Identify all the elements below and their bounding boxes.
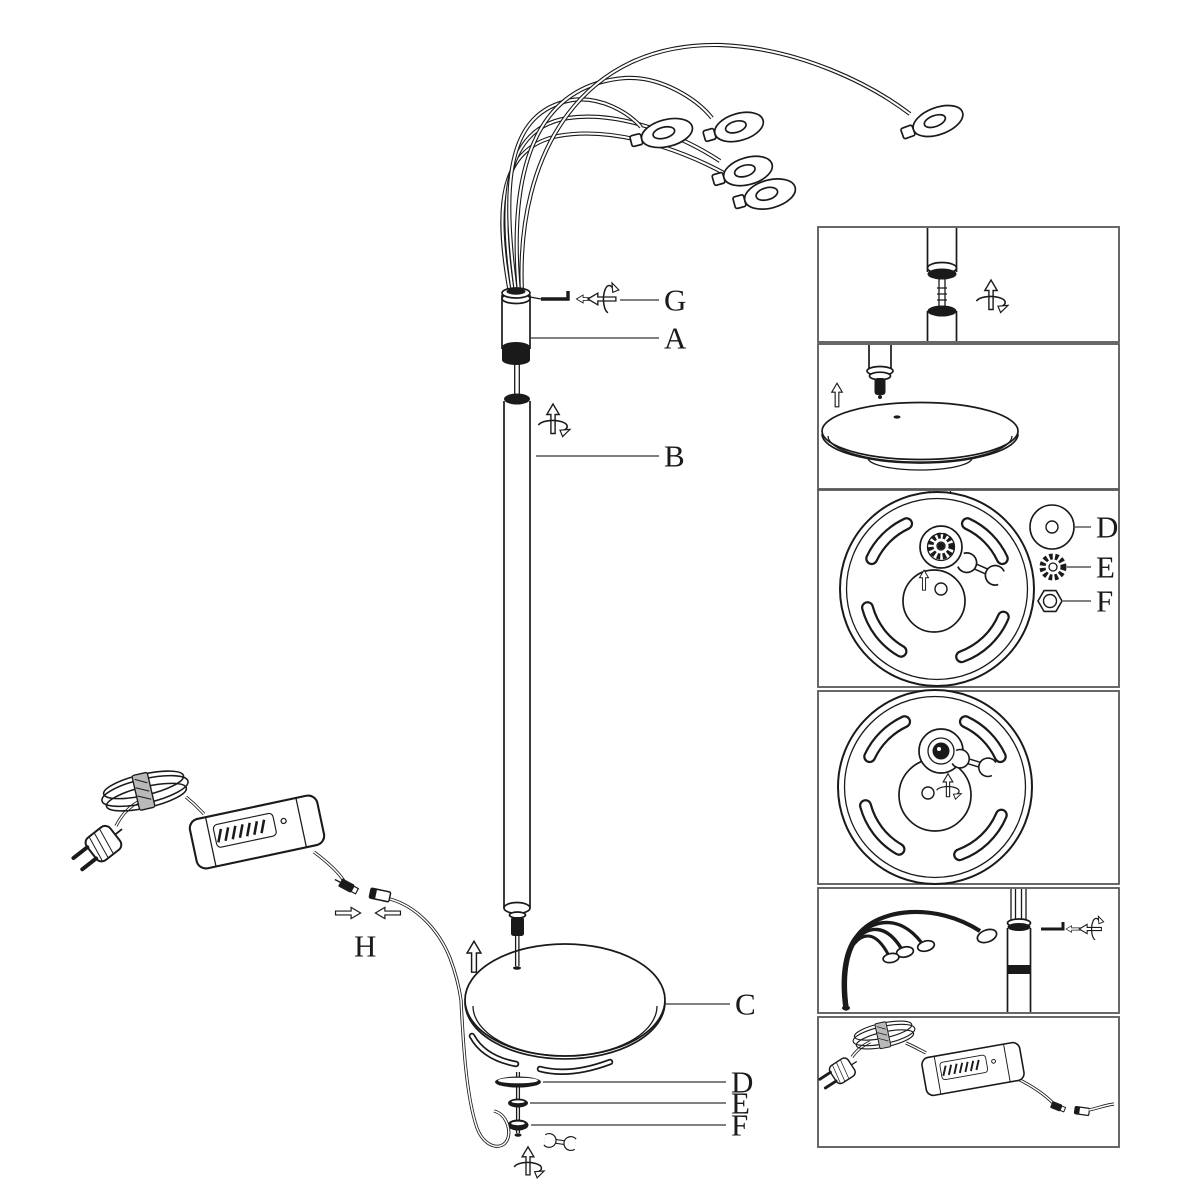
panel-2-content	[821, 345, 1019, 471]
panel-1-content	[926, 228, 1009, 341]
hex-nut-icon	[1037, 589, 1063, 613]
connector-female	[1073, 1105, 1091, 1117]
push-arrow-right-icon	[334, 906, 362, 920]
connector-male	[334, 878, 360, 895]
lower-pole-b	[503, 393, 531, 936]
lamp-arms	[500, 42, 912, 294]
star-washer-e	[508, 1098, 528, 1108]
panel-6-content	[815, 1015, 1115, 1117]
panel-3-content: D E F	[839, 491, 1118, 687]
connector-rod	[514, 362, 520, 397]
lamp-heads	[629, 104, 964, 210]
washer-d	[495, 1076, 541, 1088]
callout-e: E	[731, 1086, 750, 1121]
panel-callout-e: E	[1096, 550, 1115, 585]
callout-leaders	[530, 299, 730, 1126]
callout-f: F	[731, 1108, 748, 1143]
wrench-icon	[544, 1133, 577, 1151]
callout-g: G	[664, 283, 686, 318]
step-panels: D E F	[815, 226, 1120, 1148]
panel-4-content	[837, 689, 1033, 885]
connector-female	[368, 887, 392, 903]
cord-coil	[97, 762, 193, 820]
panel-5-content	[841, 889, 1105, 1012]
push-arrow-left-icon	[374, 906, 402, 920]
lamp-head	[629, 117, 694, 149]
upper-pole-a	[501, 287, 531, 365]
washer-d-icon	[1029, 504, 1075, 550]
callout-c: C	[735, 987, 756, 1022]
panel-callout-d: D	[1096, 510, 1118, 545]
mini-arm-bundle	[841, 909, 998, 1011]
rotate-icon	[537, 403, 571, 438]
hex-key-icon	[541, 291, 570, 301]
rotate-icon	[587, 282, 620, 314]
lamp-head	[732, 178, 797, 210]
lamp-head	[702, 111, 765, 143]
panel-callout-f: F	[1096, 584, 1113, 619]
hex-nut-f	[507, 1119, 529, 1131]
lamp-head	[711, 155, 774, 187]
connector-male	[1050, 1101, 1067, 1113]
under-base-hardware	[495, 1072, 577, 1179]
callout-d: D	[731, 1065, 753, 1100]
callout-b: B	[664, 439, 685, 474]
power-assembly	[67, 762, 511, 1148]
up-arrow-icon	[466, 940, 482, 973]
plug-icon	[67, 815, 133, 877]
mini-pole	[1006, 889, 1032, 1012]
main-drawing: G A B C D E F H	[67, 42, 964, 1179]
panel-5	[817, 887, 1120, 1014]
driver-box	[186, 792, 328, 872]
callout-h: H	[354, 929, 376, 964]
base-c	[464, 943, 666, 1076]
base-rod	[513, 936, 521, 970]
panel-1	[817, 226, 1120, 343]
rotate-icon	[513, 1146, 545, 1179]
callout-a: A	[664, 321, 687, 356]
hex-key-g	[529, 282, 620, 314]
lamp-head	[900, 104, 964, 140]
hex-key-icon	[1041, 922, 1065, 931]
